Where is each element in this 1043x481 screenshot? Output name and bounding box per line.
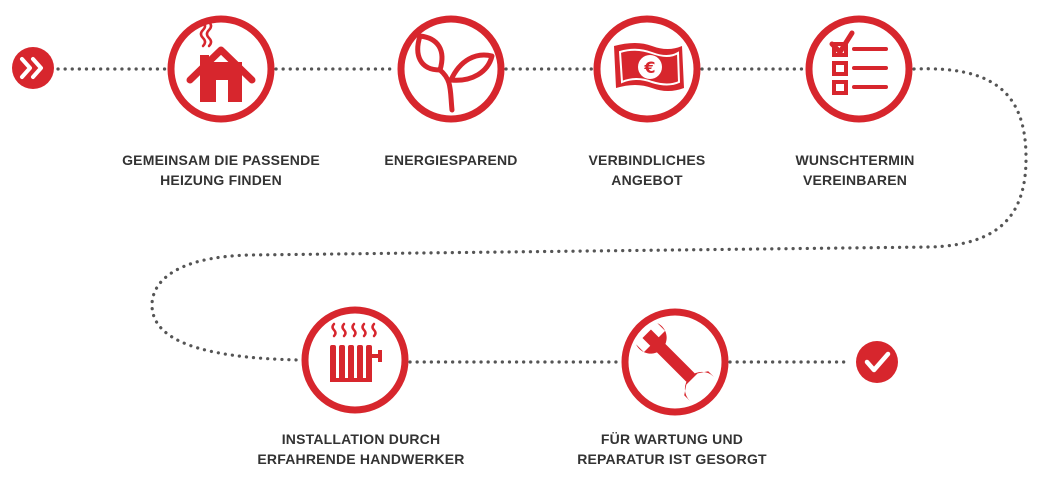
double-chevron-right-icon: [20, 57, 43, 79]
step-6-circle: [621, 308, 729, 416]
step-6-label: FÜR WARTUNG UND REPARATUR IST GESORGT: [542, 429, 802, 469]
dotted-connector: [56, 67, 1028, 364]
step-1-circle: [167, 15, 275, 123]
step-5-label: INSTALLATION DURCH ERFAHRENDE HANDWERKER: [231, 429, 491, 469]
radiator-icon: [330, 322, 382, 382]
step-4-circle: [805, 15, 913, 123]
svg-text:€: €: [643, 58, 655, 77]
start-badge: [12, 47, 54, 89]
step-6-label-line-1: FÜR WARTUNG UND: [600, 431, 744, 447]
step-2-circle: [397, 15, 505, 123]
checkmark-icon: [864, 351, 891, 373]
step-3-circle: €: [593, 15, 701, 123]
step-4-label-line-2: VEREINBAREN: [802, 172, 908, 188]
step-5-circle: [301, 306, 409, 414]
step-2-label: ENERGIESPAREND: [321, 150, 581, 170]
step-2-label-line-1: ENERGIESPAREND: [384, 152, 518, 168]
step-1-label: GEMEINSAM DIE PASSENDE HEIZUNG FINDEN: [91, 150, 351, 190]
step-3-label-line-2: ANGEBOT: [611, 172, 683, 188]
sprout-icon: [415, 33, 495, 113]
step-3-label-line-1: VERBINDLICHES: [588, 152, 706, 168]
step-4-label-line-1: WUNSCHTERMIN: [795, 152, 915, 168]
wrench-icon: [636, 323, 714, 401]
house-icon: [186, 20, 256, 102]
step-1-label-line-1: GEMEINSAM DIE PASSENDE: [122, 152, 320, 168]
step-4-label: WUNSCHTERMIN VEREINBAREN: [725, 150, 985, 190]
euro-banknote-icon: €: [614, 43, 684, 91]
end-badge: [856, 341, 898, 383]
step-6-label-line-2: REPARATUR IST GESORGT: [577, 451, 767, 467]
step-3-label: VERBINDLICHES ANGEBOT: [517, 150, 777, 190]
step-5-label-line-1: INSTALLATION DURCH: [281, 431, 441, 447]
checklist-icon: [829, 30, 888, 95]
step-5-label-line-2: ERFAHRENDE HANDWERKER: [257, 451, 465, 467]
step-1-label-line-2: HEIZUNG FINDEN: [160, 172, 282, 188]
